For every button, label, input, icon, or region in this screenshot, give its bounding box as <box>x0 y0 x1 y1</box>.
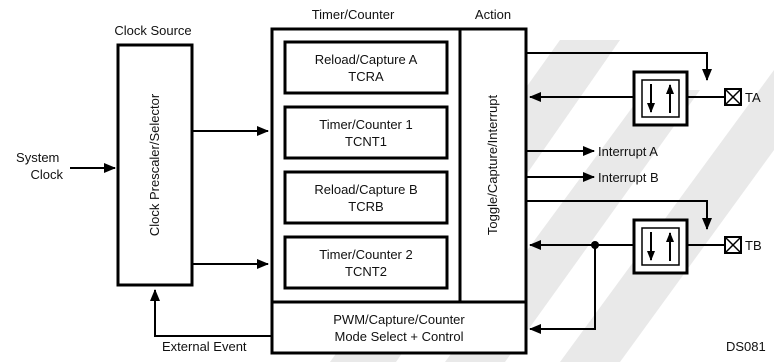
toggle-capture-interrupt-label: Toggle/Capture/Interrupt <box>485 95 500 236</box>
tb-buffer <box>632 218 689 275</box>
ta-output-line <box>526 52 712 81</box>
tb-output-line <box>526 200 712 230</box>
ds-number-label: DS081 <box>726 339 766 354</box>
interrupt-b-label: Interrupt B <box>598 170 659 185</box>
register-tcrb-line1: Reload/Capture B <box>314 182 417 197</box>
register-tcnt2-box <box>283 235 449 290</box>
register-tcra: Reload/Capture A TCRA <box>283 40 449 95</box>
tb-buffer-inner <box>641 227 680 266</box>
register-tcra-line1: Reload/Capture A <box>315 52 418 67</box>
pwm-line2: Mode Select + Control <box>335 329 464 344</box>
ta-pin-label: TA <box>745 90 761 105</box>
ta-buffer <box>632 70 689 127</box>
prescaler-label: Clock Prescaler/Selector <box>147 93 162 236</box>
tb-pin-label: TB <box>745 238 762 253</box>
register-tcnt2-line2: TCNT2 <box>345 264 387 279</box>
ta-buffer-inner <box>641 79 680 118</box>
register-tcra-box <box>283 40 449 95</box>
register-tcnt1-line1: Timer/Counter 1 <box>319 117 412 132</box>
ta-pin-icon <box>724 88 742 106</box>
external-event-line <box>150 289 272 337</box>
timer-counter-label: Timer/Counter <box>312 7 395 22</box>
action-label: Action <box>475 7 511 22</box>
external-event-label: External Event <box>162 339 247 354</box>
prescaler-box <box>116 43 194 287</box>
register-tcnt2-line1: Timer/Counter 2 <box>319 247 412 262</box>
register-tcnt2: Timer/Counter 2 TCNT2 <box>283 235 449 290</box>
register-tcra-line2: TCRA <box>348 69 384 84</box>
system-clock-line2: Clock <box>30 167 63 182</box>
register-tcrb-line2: TCRB <box>348 199 383 214</box>
register-tcnt1-box <box>283 105 449 160</box>
pwm-control-box <box>270 300 528 355</box>
system-clock-label: System Clock <box>16 150 63 182</box>
tb-to-pwm-line <box>529 245 596 334</box>
interrupt-a-label: Interrupt A <box>598 144 658 159</box>
pwm-line1: PWM/Capture/Counter <box>333 312 465 327</box>
clock-source-label: Clock Source <box>114 23 191 38</box>
register-tcrb: Reload/Capture B TCRB <box>283 170 449 225</box>
register-tcrb-box <box>283 170 449 225</box>
register-tcnt1-line2: TCNT1 <box>345 134 387 149</box>
register-tcnt1: Timer/Counter 1 TCNT1 <box>283 105 449 160</box>
tb-pin-icon <box>724 236 742 254</box>
system-clock-line1: System <box>16 150 59 165</box>
